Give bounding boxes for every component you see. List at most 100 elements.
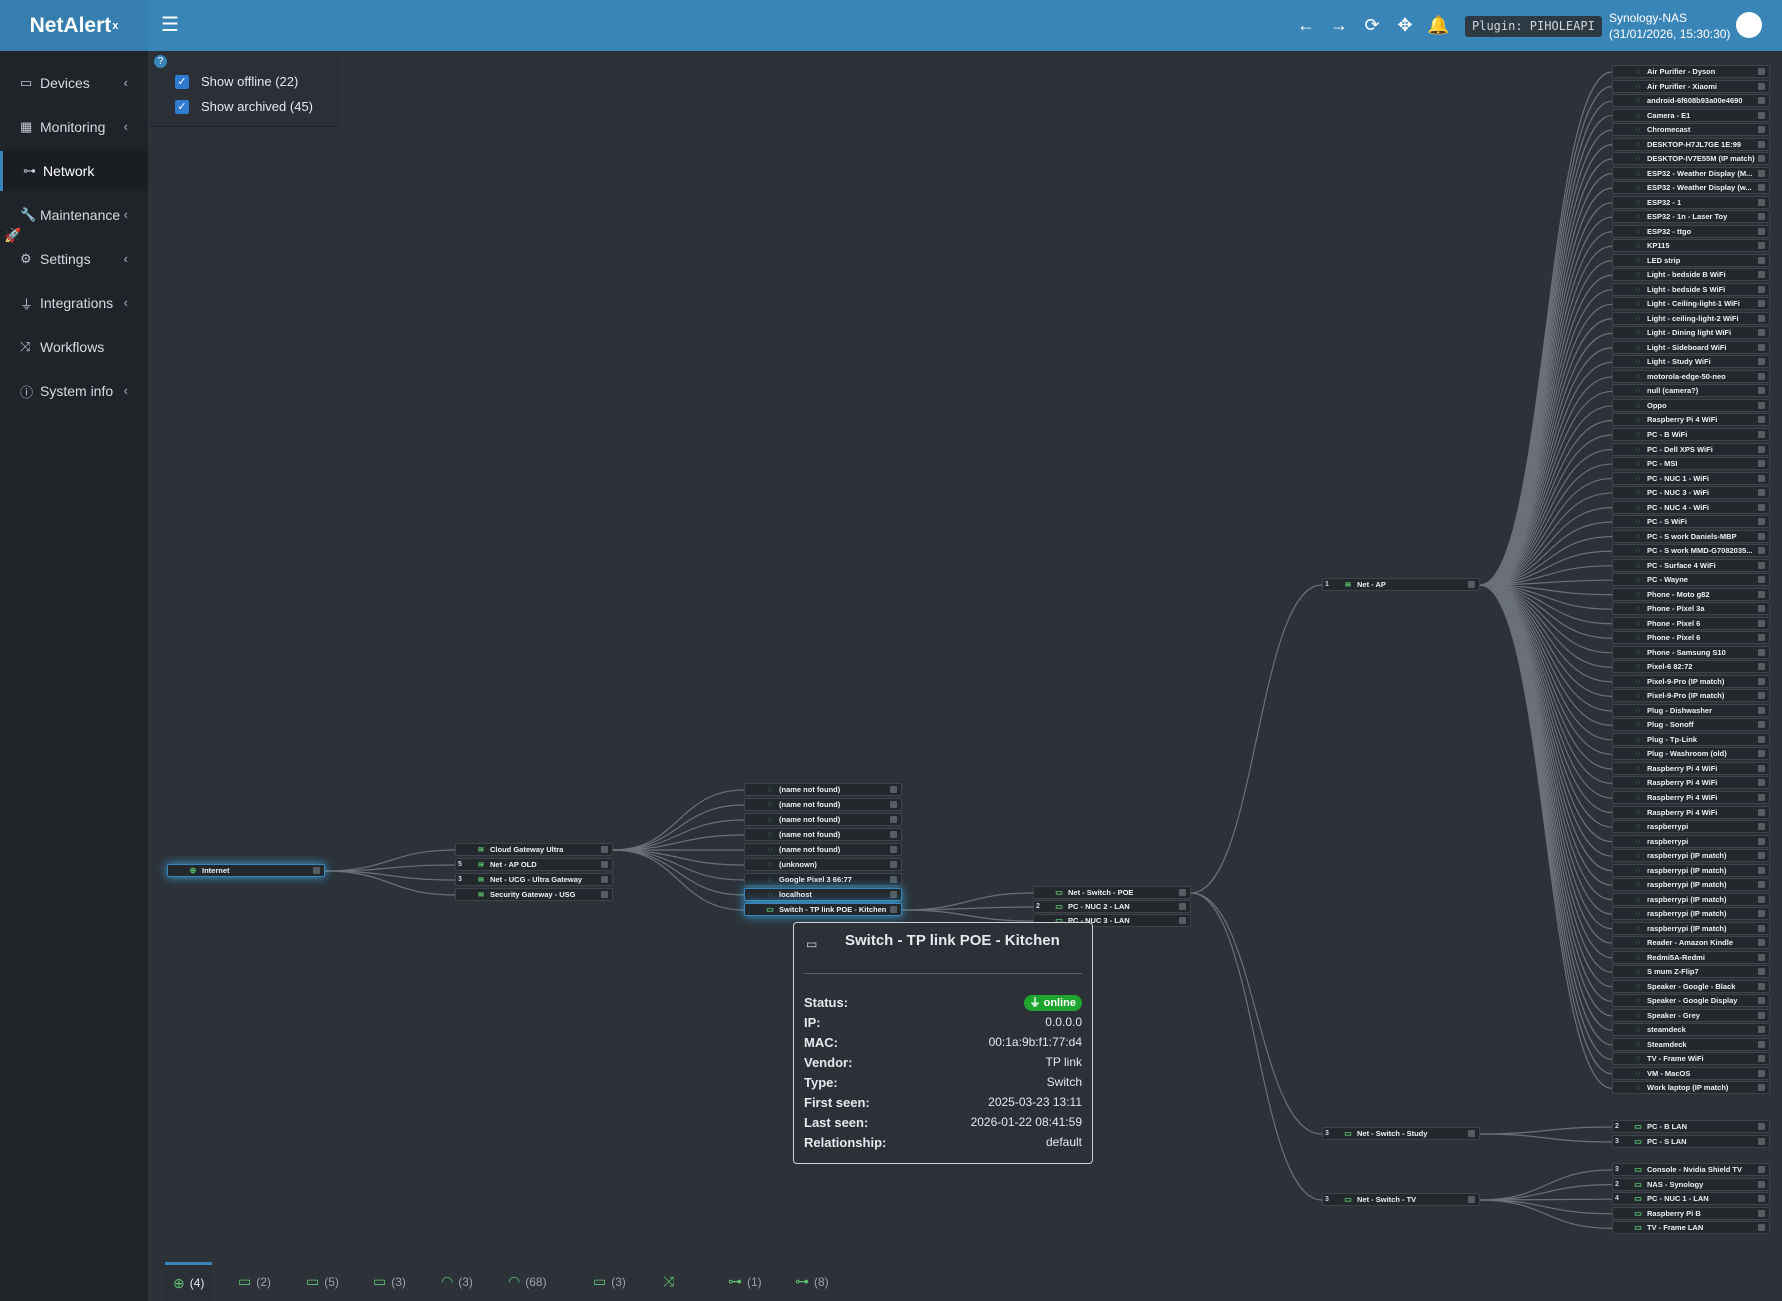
node-toggle[interactable]	[890, 846, 897, 853]
tree-node-l2-2[interactable]: ◌(name not found)	[744, 813, 902, 826]
tree-node-l1-2[interactable]: 3≋Net - UCG - Ultra Gateway	[455, 873, 613, 886]
node-toggle[interactable]	[1758, 228, 1765, 235]
tree-node-ap-child-60[interactable]: ◌Reader - Amazon Kindle	[1612, 936, 1770, 949]
network-tab-3[interactable]: ▭(3)	[365, 1262, 414, 1301]
show-offline-checkbox[interactable]: ✓	[175, 74, 189, 89]
sidebar-item-integrations[interactable]: ⏚Integrations‹	[0, 283, 148, 323]
tree-node-ap-child-49[interactable]: ◌Raspberry Pi 4 WiFi	[1612, 776, 1770, 789]
tree-node-ap-child-10[interactable]: ◌ESP32 - 1n - Laser Toy	[1612, 210, 1770, 223]
tree-node-ap-child-30[interactable]: ◌PC - NUC 4 - WiFi	[1612, 501, 1770, 514]
tree-node-ap-child-45[interactable]: ◌Plug - Sonoff	[1612, 718, 1770, 731]
tree-node-study-child-1[interactable]: 3▭PC - S LAN	[1612, 1135, 1770, 1148]
show-archived-checkbox[interactable]: ✓	[175, 99, 189, 114]
node-toggle[interactable]	[1179, 889, 1186, 896]
node-toggle[interactable]	[1758, 518, 1765, 525]
node-toggle[interactable]	[1758, 750, 1765, 757]
node-toggle[interactable]	[1758, 68, 1765, 75]
node-toggle[interactable]	[1758, 286, 1765, 293]
node-toggle[interactable]	[601, 861, 608, 868]
back-arrow-icon[interactable]: ←	[1297, 15, 1315, 35]
tree-node-l2-4[interactable]: ◌(name not found)	[744, 843, 902, 856]
node-toggle[interactable]	[1758, 460, 1765, 467]
node-toggle[interactable]	[1758, 896, 1765, 903]
tree-node-net-ap[interactable]: 1≋Net - AP	[1322, 578, 1480, 591]
tree-node-ap-child-13[interactable]: ◌LED strip	[1612, 254, 1770, 267]
node-toggle[interactable]	[1179, 917, 1186, 924]
node-toggle[interactable]	[1758, 997, 1765, 1004]
node-toggle[interactable]	[1758, 1084, 1765, 1091]
tree-node-ap-child-20[interactable]: ◌Light - Study WiFi	[1612, 355, 1770, 368]
node-toggle[interactable]	[890, 801, 897, 808]
tree-node-l1-1[interactable]: 5≋Net - AP OLD	[455, 858, 613, 871]
tree-node-ap-child-34[interactable]: ◌PC - Surface 4 WiFi	[1612, 559, 1770, 572]
tree-node-l3-0[interactable]: ▭Net - Switch - POE	[1033, 886, 1191, 899]
node-toggle[interactable]	[1758, 605, 1765, 612]
node-toggle[interactable]	[1468, 1130, 1475, 1137]
node-toggle[interactable]	[1758, 271, 1765, 278]
tree-node-tv-child-0[interactable]: 3▭Console - Nvidia Shield TV	[1612, 1163, 1770, 1176]
tree-node-ap-child-16[interactable]: ◌Light - Ceiling-light-1 WiFi	[1612, 297, 1770, 310]
tree-node-ap-child-66[interactable]: ◌steamdeck	[1612, 1023, 1770, 1036]
tree-node-l1-0[interactable]: ≋Cloud Gateway Ultra	[455, 843, 613, 856]
node-toggle[interactable]	[1758, 620, 1765, 627]
node-toggle[interactable]	[1758, 358, 1765, 365]
sidebar-item-monitoring[interactable]: ▦Monitoring‹	[0, 107, 148, 147]
node-toggle[interactable]	[313, 867, 320, 874]
tree-node-ap-child-21[interactable]: ◌motorola-edge-50-neo	[1612, 370, 1770, 383]
tree-node-ap-child-50[interactable]: ◌Raspberry Pi 4 WiFi	[1612, 791, 1770, 804]
tree-node-ap-child-53[interactable]: ◌raspberrypi	[1612, 835, 1770, 848]
node-toggle[interactable]	[1468, 1196, 1475, 1203]
hamburger-menu-icon[interactable]: ☰	[161, 14, 179, 36]
node-toggle[interactable]	[601, 876, 608, 883]
node-toggle[interactable]	[1468, 581, 1475, 588]
tree-node-ap-child-65[interactable]: ◌Speaker - Grey	[1612, 1009, 1770, 1022]
node-toggle[interactable]	[1758, 925, 1765, 932]
tree-node-ap-child-23[interactable]: ◌Oppo	[1612, 399, 1770, 412]
tree-node-l2-6[interactable]: ◌Google Pixel 3 66:77	[744, 873, 902, 886]
node-toggle[interactable]	[890, 891, 897, 898]
tree-node-ap-child-37[interactable]: ◌Phone - Pixel 3a	[1612, 602, 1770, 615]
node-toggle[interactable]	[890, 816, 897, 823]
node-toggle[interactable]	[1758, 954, 1765, 961]
node-toggle[interactable]	[1758, 1070, 1765, 1077]
node-toggle[interactable]	[1758, 562, 1765, 569]
tree-node-ap-child-39[interactable]: ◌Phone - Pixel 6	[1612, 631, 1770, 644]
node-toggle[interactable]	[1758, 1138, 1765, 1145]
tree-node-ap-child-7[interactable]: ◌ESP32 - Weather Display (M...	[1612, 167, 1770, 180]
tree-node-ap-child-40[interactable]: ◌Phone - Samsung S10	[1612, 646, 1770, 659]
node-toggle[interactable]	[1758, 416, 1765, 423]
node-toggle[interactable]	[1758, 881, 1765, 888]
tree-node-ap-child-67[interactable]: ◌Steamdeck	[1612, 1038, 1770, 1051]
sidebar-item-maintenance[interactable]: 🔧Maintenance‹	[0, 195, 148, 235]
node-toggle[interactable]	[1179, 903, 1186, 910]
node-toggle[interactable]	[1758, 533, 1765, 540]
tree-node-ap-child-48[interactable]: ◌Raspberry Pi 4 WiFi	[1612, 762, 1770, 775]
tree-node-ap-child-43[interactable]: ◌Pixel-9-Pro (IP match)	[1612, 689, 1770, 702]
node-toggle[interactable]	[1758, 373, 1765, 380]
tree-node-ap-child-61[interactable]: ◌Redmi5A-Redmi	[1612, 951, 1770, 964]
node-toggle[interactable]	[1758, 649, 1765, 656]
node-toggle[interactable]	[1758, 329, 1765, 336]
tree-node-ap-child-31[interactable]: ◌PC - S WiFi	[1612, 515, 1770, 528]
node-toggle[interactable]	[1758, 315, 1765, 322]
node-toggle[interactable]	[1758, 779, 1765, 786]
tree-node-ap-child-41[interactable]: ◌Pixel-6 82:72	[1612, 660, 1770, 673]
tree-node-ap-child-6[interactable]: ◌DESKTOP-IV7E55M (IP match)	[1612, 152, 1770, 165]
node-toggle[interactable]	[1758, 126, 1765, 133]
node-toggle[interactable]	[1758, 1123, 1765, 1130]
tree-node-tv-child-2[interactable]: 4▭PC - NUC 1 - LAN	[1612, 1192, 1770, 1205]
node-toggle[interactable]	[1758, 1195, 1765, 1202]
node-toggle[interactable]	[1758, 591, 1765, 598]
tree-node-tv-child-4[interactable]: ▭TV - Frame LAN	[1612, 1221, 1770, 1234]
tree-node-ap-child-2[interactable]: ◌android-6f608b93a00e4690	[1612, 94, 1770, 107]
network-tab-2[interactable]: ▭(5)	[298, 1262, 347, 1301]
tree-node-ap-child-26[interactable]: ◌PC - Dell XPS WiFi	[1612, 443, 1770, 456]
forward-arrow-icon[interactable]: →	[1330, 15, 1348, 35]
tree-node-ap-child-14[interactable]: ◌Light - bedside B WiFi	[1612, 268, 1770, 281]
tree-node-ap-child-47[interactable]: ◌Plug - Washroom (old)	[1612, 747, 1770, 760]
node-toggle[interactable]	[1758, 852, 1765, 859]
node-toggle[interactable]	[1758, 1026, 1765, 1033]
tree-node-ap-child-51[interactable]: ◌Raspberry Pi 4 WiFi	[1612, 806, 1770, 819]
tree-node-ap-child-46[interactable]: ◌Plug - Tp-Link	[1612, 733, 1770, 746]
